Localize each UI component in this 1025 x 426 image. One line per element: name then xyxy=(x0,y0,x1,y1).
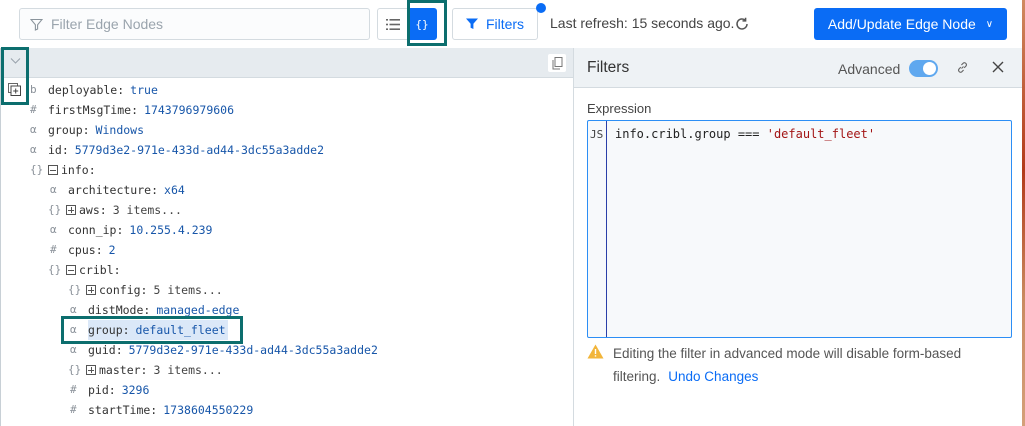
copy-icon xyxy=(552,56,562,69)
collapse-icon[interactable] xyxy=(48,165,58,175)
json-tree-panel xyxy=(0,48,573,426)
search-input[interactable] xyxy=(51,16,351,32)
highlight-box-expand-all xyxy=(1,47,29,105)
highlight-box-json-view xyxy=(407,0,447,46)
tree-row[interactable]: #pid:3296 xyxy=(70,383,150,397)
expand-icon[interactable] xyxy=(86,365,96,375)
add-update-edge-node-button[interactable]: Add/Update Edge Node ∨ xyxy=(814,8,1007,40)
filter-funnel-icon xyxy=(30,18,43,31)
tree-row[interactable]: #firstMsgTime:1743796979606 xyxy=(30,103,235,117)
expression-label: Expression xyxy=(587,101,652,116)
funnel-icon xyxy=(465,18,478,29)
tree-row-info[interactable]: {}info: xyxy=(30,163,96,177)
filters-active-indicator xyxy=(536,3,546,13)
tree-row-config[interactable]: {}config:5 items... xyxy=(68,283,223,297)
tree-row[interactable]: #cpus:2 xyxy=(50,243,116,257)
link-icon[interactable] xyxy=(956,61,969,74)
warning-text: Editing the filter in advanced mode will… xyxy=(613,346,962,384)
advanced-mode-warning: Editing the filter in advanced mode will… xyxy=(587,342,1007,388)
editor-gutter: JS xyxy=(588,121,607,337)
expand-icon[interactable] xyxy=(66,205,76,215)
tree-row-aws[interactable]: {}aws:3 items... xyxy=(48,203,182,217)
chevron-down-icon[interactable] xyxy=(10,57,21,65)
warning-icon xyxy=(587,344,604,359)
filter-edge-nodes-search[interactable] xyxy=(19,8,370,40)
expand-icon[interactable] xyxy=(86,285,96,295)
filters-panel-title: Filters xyxy=(587,59,630,76)
refresh-icon[interactable] xyxy=(734,16,750,32)
advanced-label: Advanced xyxy=(838,61,901,77)
window-edge xyxy=(1022,0,1025,426)
filters-button[interactable]: Filters xyxy=(452,8,538,40)
highlight-box-group-row xyxy=(61,316,243,344)
filters-panel-header: Filters Advanced xyxy=(574,48,1022,88)
expression-code[interactable]: info.cribl.group === 'default_fleet' xyxy=(615,127,876,141)
close-icon[interactable] xyxy=(992,61,1004,73)
add-update-label: Add/Update Edge Node xyxy=(827,16,976,32)
list-icon xyxy=(385,18,400,30)
last-refresh-text: Last refresh: 15 seconds ago. xyxy=(550,15,735,31)
filters-button-label: Filters xyxy=(485,16,525,32)
curly-braces-icon: {} xyxy=(415,17,429,31)
tree-row[interactable]: #startTime:1738604550229 xyxy=(70,403,254,417)
expand-all-icon[interactable] xyxy=(8,83,21,96)
copy-button[interactable] xyxy=(548,54,566,72)
toolbar: {} Filters Last refresh: 15 seconds ago.… xyxy=(0,0,1022,48)
collapse-icon[interactable] xyxy=(66,265,76,275)
tree-row-master[interactable]: {}master:3 items... xyxy=(68,363,223,377)
tree-row-cribl[interactable]: {}cribl: xyxy=(48,263,121,277)
chevron-down-icon: ∨ xyxy=(985,18,994,30)
list-view-button[interactable] xyxy=(377,8,407,40)
advanced-toggle[interactable] xyxy=(909,60,938,77)
tree-header xyxy=(1,48,573,78)
expression-editor[interactable]: JS info.cribl.group === 'default_fleet' xyxy=(587,120,1012,338)
undo-changes-link[interactable]: Undo Changes xyxy=(668,369,759,384)
filters-panel: Filters Advanced Expression JS info.crib… xyxy=(573,48,1022,426)
